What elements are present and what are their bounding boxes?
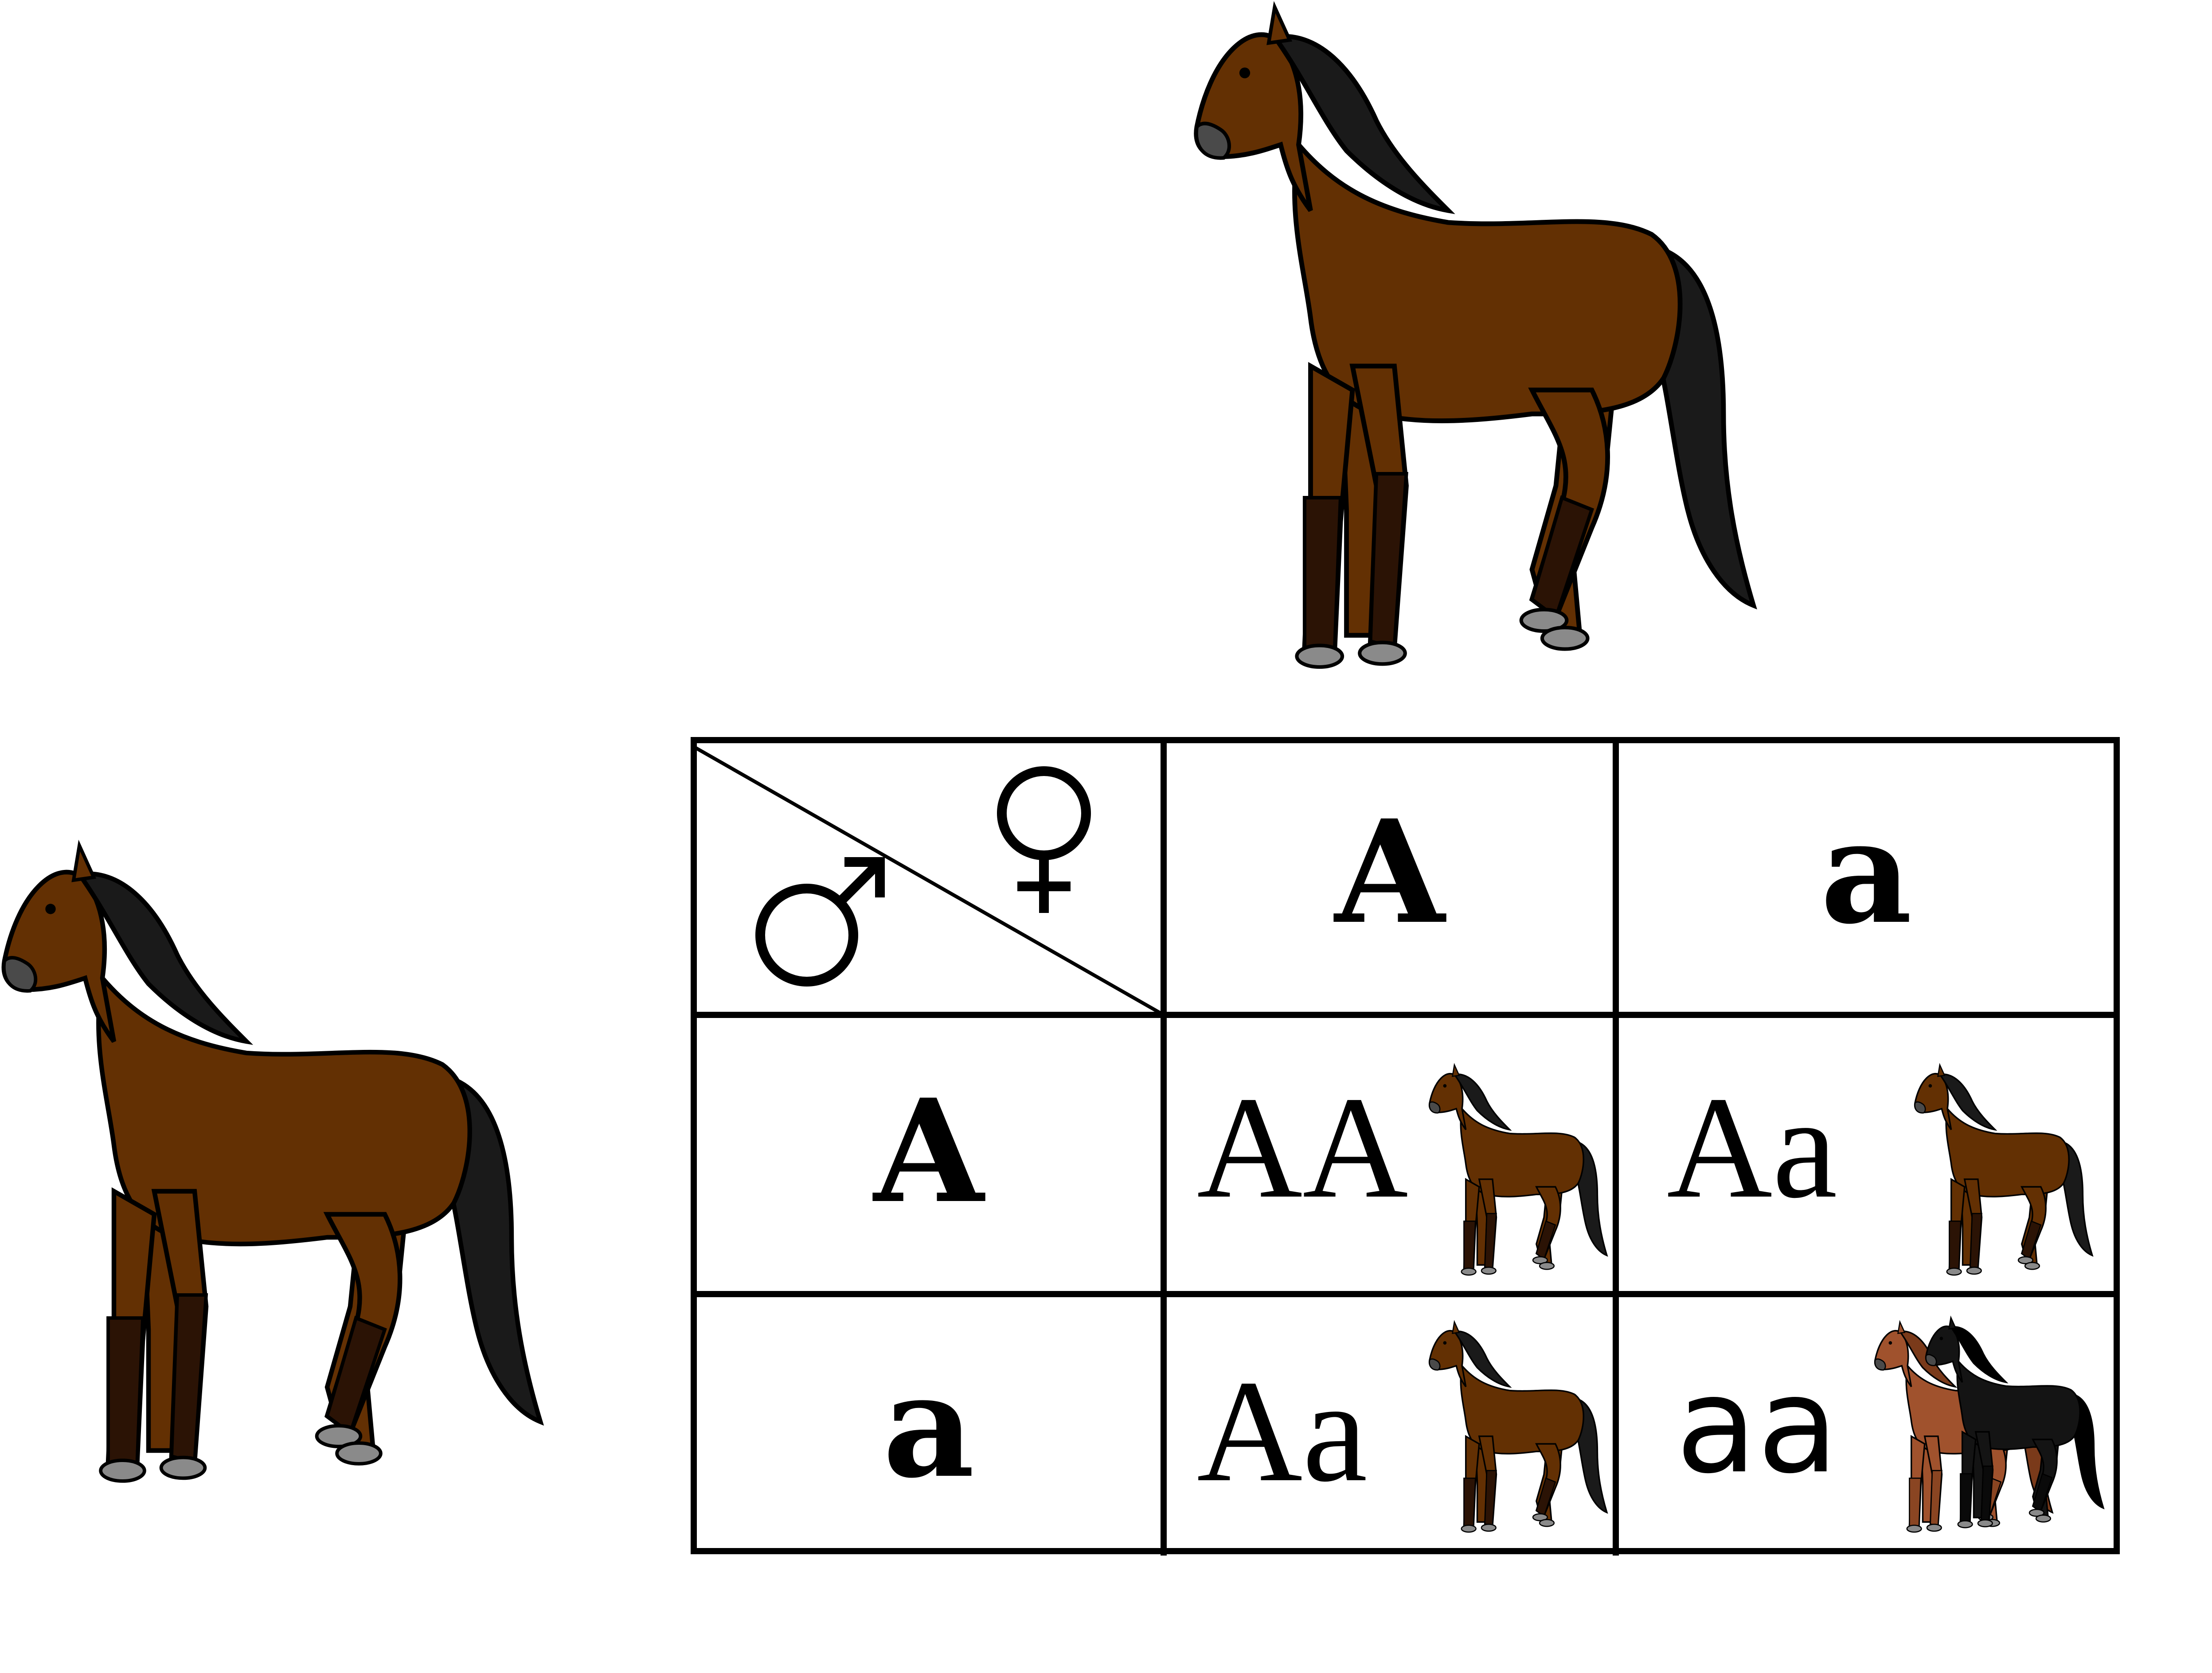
punnett-grid xyxy=(691,737,2120,1556)
genotype-cell-Aa-bottom: Aa xyxy=(1197,1350,1368,1512)
offspring-Aa-top-horse-icon xyxy=(1914,1064,2093,1276)
offspring-Aa-bottom-horse-icon xyxy=(1428,1321,1608,1533)
genotype-cell-Aa-top: Aa xyxy=(1667,1067,1837,1228)
genotype-cell-AA: AA xyxy=(1197,1067,1408,1228)
parent-female-horse-icon xyxy=(1196,7,1754,667)
male-allele-2: a xyxy=(883,1343,974,1509)
header-diagonal xyxy=(693,745,1165,1017)
parent-male-horse-icon xyxy=(4,846,540,1481)
female-allele-1: A xyxy=(1333,789,1448,955)
male-symbol-icon xyxy=(755,857,885,987)
genotype-cell-aa: aa xyxy=(1676,1348,1839,1503)
male-allele-1: A xyxy=(872,1069,987,1235)
female-symbol-icon xyxy=(997,766,1091,913)
offspring-AA-horse-icon xyxy=(1428,1064,1608,1276)
female-allele-2: a xyxy=(1820,789,1912,955)
